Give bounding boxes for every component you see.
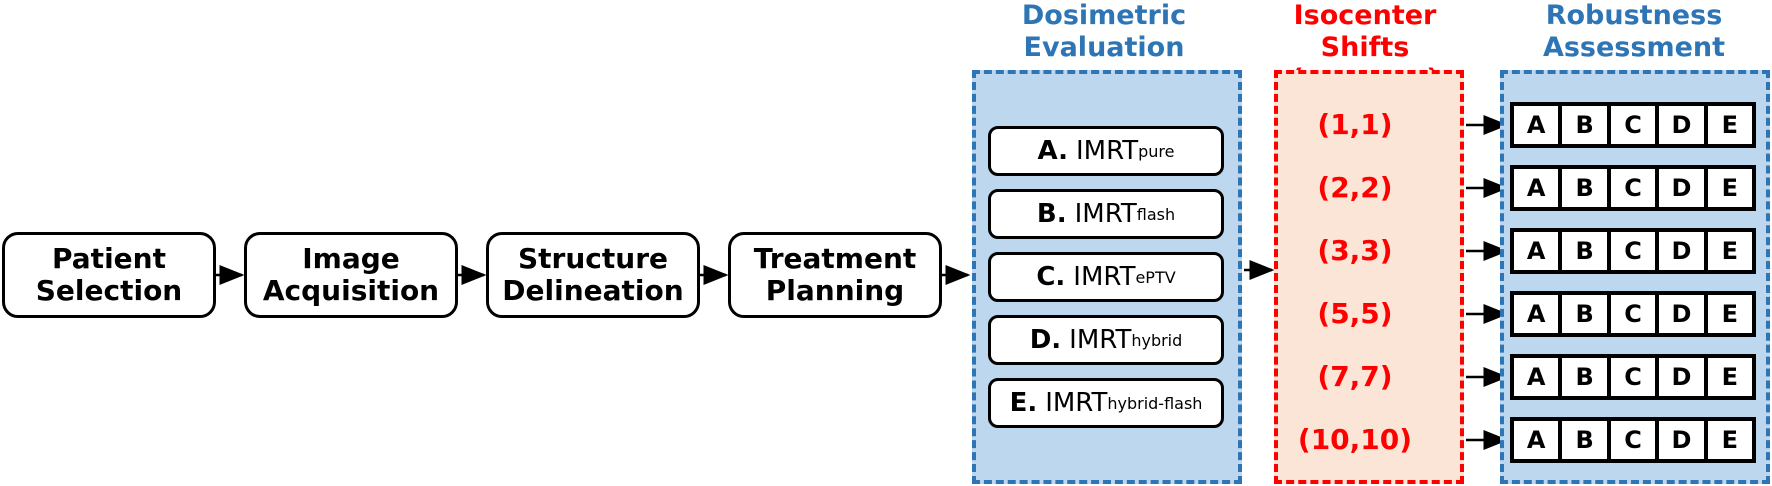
plan-letter: A. [1037, 136, 1068, 166]
assessment-cell: D [1657, 356, 1706, 398]
box-label-line1: Treatment [753, 242, 917, 275]
shift-value: (10,10) [1297, 423, 1413, 456]
shift-value: (7,7) [1317, 360, 1393, 393]
assessment-cell: A [1512, 419, 1561, 461]
heading-line2: Evaluation [1023, 32, 1185, 63]
box-label-line2: Planning [765, 274, 905, 307]
assessment-cell: A [1512, 104, 1561, 146]
assessment-cell: A [1512, 167, 1561, 209]
heading-line1: Isocenter Shifts [1293, 0, 1437, 63]
box-label-line1: Structure [517, 242, 668, 275]
assessment-cell: E [1705, 104, 1755, 146]
box-label-line1: Patient [52, 242, 166, 275]
assessment-cell: B [1560, 356, 1609, 398]
assessment-cell: E [1705, 293, 1755, 335]
plan-subscript: pure [1138, 141, 1175, 161]
assessment-cell: A [1512, 356, 1561, 398]
shift-value: (5,5) [1317, 297, 1393, 330]
plan-subscript: hybrid [1131, 330, 1183, 350]
shift-value: (1,1) [1317, 108, 1393, 141]
assessment-cell: D [1657, 104, 1706, 146]
assessment-cell: C [1608, 293, 1658, 335]
plan-subscript: flash [1136, 204, 1176, 224]
assessment-cell: D [1657, 419, 1706, 461]
assessment-cell: D [1657, 293, 1706, 335]
dosimetric-heading: Dosimetric Evaluation [972, 0, 1236, 64]
plan-letter: B. [1036, 199, 1067, 229]
robustness-heading: Robustness Assessment [1500, 0, 1768, 64]
heading-line2: Assessment [1542, 32, 1726, 63]
plan-name: IMRT [1069, 325, 1132, 355]
box-label-line2: Delineation [502, 274, 684, 307]
plan-name: IMRT [1074, 199, 1137, 229]
assessment-cell: B [1560, 230, 1609, 272]
plan-name: IMRT [1073, 262, 1136, 292]
assessment-cell: D [1657, 167, 1706, 209]
assessment-cell: E [1705, 356, 1755, 398]
heading-line1: Robustness [1545, 0, 1723, 31]
assessment-cell: B [1560, 293, 1609, 335]
isocenter-panel [1274, 70, 1464, 484]
assessment-cell: A [1512, 230, 1561, 272]
heading-line1: Dosimetric [1021, 0, 1187, 31]
assessment-cell: E [1705, 167, 1755, 209]
plan-letter: C. [1036, 262, 1066, 292]
plan-letter: E. [1009, 388, 1038, 418]
assessment-cell: D [1657, 230, 1706, 272]
plan-name: IMRT [1045, 388, 1108, 418]
plan-letter: D. [1029, 325, 1062, 355]
assessment-cell: C [1608, 230, 1658, 272]
assessment-cell: E [1705, 230, 1755, 272]
shift-value: (3,3) [1317, 234, 1393, 267]
box-label-line2: Acquisition [262, 274, 440, 307]
plan-subscript: hybrid-flash [1107, 393, 1203, 413]
shift-value: (2,2) [1317, 171, 1393, 204]
plan-subscript: ePTV [1135, 267, 1176, 287]
assessment-cell: B [1560, 419, 1609, 461]
assessment-cell: E [1705, 419, 1755, 461]
assessment-cell: C [1608, 419, 1658, 461]
assessment-cell: C [1608, 104, 1658, 146]
assessment-cell: B [1560, 104, 1609, 146]
assessment-cell: A [1512, 293, 1561, 335]
box-label-line1: Image [302, 242, 400, 275]
box-label-line2: Selection [35, 274, 183, 307]
assessment-cell: C [1608, 167, 1658, 209]
plan-name: IMRT [1075, 136, 1139, 166]
assessment-cell: C [1608, 356, 1658, 398]
assessment-cell: B [1560, 167, 1609, 209]
